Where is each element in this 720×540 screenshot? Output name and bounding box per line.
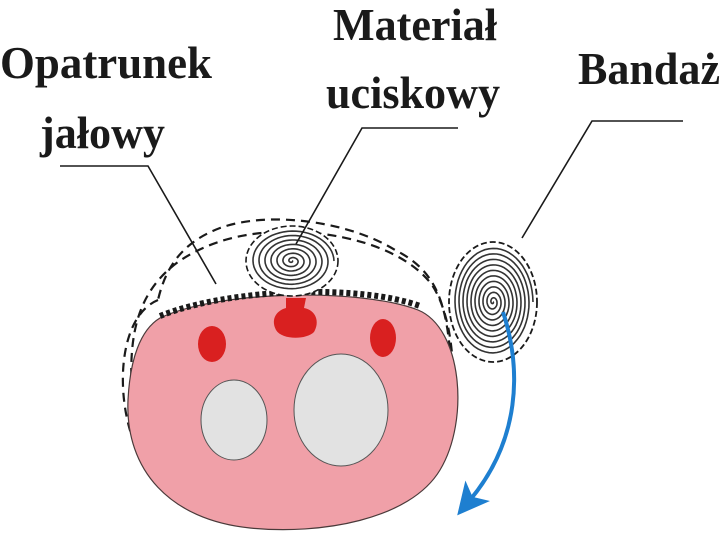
wrap-direction-arrow <box>457 311 516 516</box>
leader-line-dressing <box>60 165 217 285</box>
bandage-roll <box>448 241 538 363</box>
label-sterile-dressing-line2: jałowy <box>39 107 165 158</box>
label-bandage: Bandaż <box>578 43 720 94</box>
bone-left <box>200 379 268 461</box>
vessel-right <box>370 319 396 357</box>
label-pressure-material-line1: Materiał <box>333 0 497 50</box>
label-pressure-material-line2: uciskowy <box>326 67 500 118</box>
pressure-pad <box>245 225 339 297</box>
label-sterile-dressing-line1: Opatrunek <box>0 37 212 88</box>
leader-line-bandage <box>521 120 683 239</box>
vessel-left <box>198 326 226 362</box>
leader-line-pressure <box>295 127 458 245</box>
bone-right <box>293 353 389 467</box>
bleeding-wound <box>273 298 317 338</box>
